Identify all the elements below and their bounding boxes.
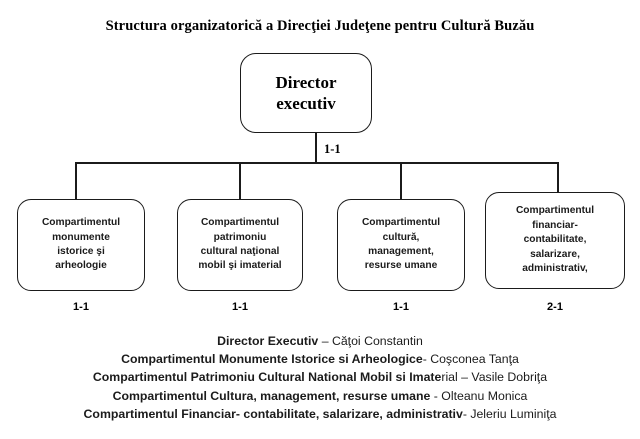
- legend-line: Compartimentul Patrimoniu Cultural Natio…: [0, 368, 640, 386]
- legend-person: - Olteanu Monica: [430, 388, 528, 403]
- legend-role: Compartimentul Patrimoniu Cultural Natio…: [92, 370, 442, 385]
- node-dept-4-line4: salarizare,: [530, 248, 580, 260]
- node-dept-3-line4: resurse umane: [364, 260, 438, 272]
- node-compartiment-patrimoniu-cultural[interactable]: Compartimentul patrimoniu cultural naţio…: [177, 199, 303, 291]
- cardinality-dept-3: 1-1: [393, 301, 409, 313]
- legend-role: Compartimentul Cultura, management, resu…: [112, 388, 431, 403]
- legend-line: Compartimentul Monumente Istorice si Arh…: [0, 350, 640, 368]
- node-director-line1: Director: [275, 72, 337, 92]
- node-compartiment-monumente-istorice[interactable]: Compartimentul monumente istorice şi arh…: [17, 199, 145, 291]
- legend-person: rial – Vasile Dobriţa: [441, 370, 548, 385]
- node-dept-3-line2: cultură,: [382, 231, 420, 243]
- node-dept-1-line3: istorice şi: [57, 246, 105, 257]
- connector-drop-dept-3: [400, 162, 402, 200]
- connector-director-stub: [315, 133, 317, 163]
- legend-role: Director Executiv: [217, 334, 319, 348]
- node-dept-3-line3: management,: [368, 246, 434, 257]
- node-compartiment-cultura-management[interactable]: Compartimentul cultură, management, resu…: [337, 199, 465, 291]
- node-dept-2-line3: cultural naţional: [200, 246, 280, 257]
- page-title: Structura organizatorică a Direcţiei Jud…: [105, 18, 535, 34]
- node-dept-4-line1: Compartimentul: [515, 205, 595, 217]
- legend-role: Compartimentul Monumente Istorice si Arh…: [121, 352, 423, 367]
- legend-line: Director Executiv – Căţoi Constantin: [0, 332, 640, 350]
- node-director-label: Director executiv: [269, 72, 342, 115]
- node-dept-2-line2: patrimoniu: [213, 231, 267, 243]
- connector-horizontal-bus: [76, 162, 559, 164]
- node-dept-4-line2: financiar-: [532, 219, 578, 231]
- cardinality-dept-4: 2-1: [547, 301, 563, 313]
- node-dept-1-line4: arheologie: [55, 260, 107, 272]
- cardinality-dept-1: 1-1: [73, 301, 89, 313]
- cardinality-director: 1-1: [324, 142, 341, 156]
- node-director-line2: executiv: [276, 94, 336, 113]
- legend-person: - Jeleriu Luminiţa: [462, 406, 557, 421]
- node-dept-1-line2: monumente: [52, 231, 110, 243]
- legend-line: Compartimentul Financiar- contabilitate,…: [0, 405, 640, 423]
- legend-person: – Căţoi Constantin: [318, 334, 423, 348]
- node-dept-2-line4: mobil şi imaterial: [198, 260, 282, 272]
- connector-drop-dept-1: [75, 162, 77, 200]
- node-compartiment-financiar-contabilitate[interactable]: Compartimentul financiar- contabilitate,…: [485, 192, 625, 289]
- node-dept-4-line5: administrativ,: [522, 263, 588, 275]
- node-dept-1-line1: Compartimentul: [41, 217, 121, 229]
- legend-line: Compartimentul Cultura, management, resu…: [0, 387, 640, 405]
- connector-drop-dept-2: [239, 162, 241, 200]
- legend-person: - Coşconea Tanţa: [422, 352, 519, 367]
- node-dept-4-label: Compartimentul financiar- contabilitate,…: [508, 204, 602, 276]
- node-dept-3-line1: Compartimentul: [361, 217, 441, 229]
- cardinality-dept-2: 1-1: [232, 301, 248, 313]
- legend-role: Compartimentul Financiar- contabilitate,…: [83, 406, 463, 421]
- node-director-executiv[interactable]: Director executiv: [240, 53, 372, 133]
- node-dept-1-label: Compartimentul monumente istorice şi arh…: [34, 216, 128, 274]
- node-dept-3-label: Compartimentul cultură, management, resu…: [354, 216, 448, 274]
- connector-drop-dept-4: [557, 162, 559, 193]
- node-dept-2-line1: Compartimentul: [200, 217, 280, 229]
- node-dept-2-label: Compartimentul patrimoniu cultural naţio…: [190, 216, 289, 274]
- legend-personnel-list: Director Executiv – Căţoi Constantin Com…: [0, 332, 640, 423]
- node-dept-4-line3: contabilitate,: [523, 234, 587, 246]
